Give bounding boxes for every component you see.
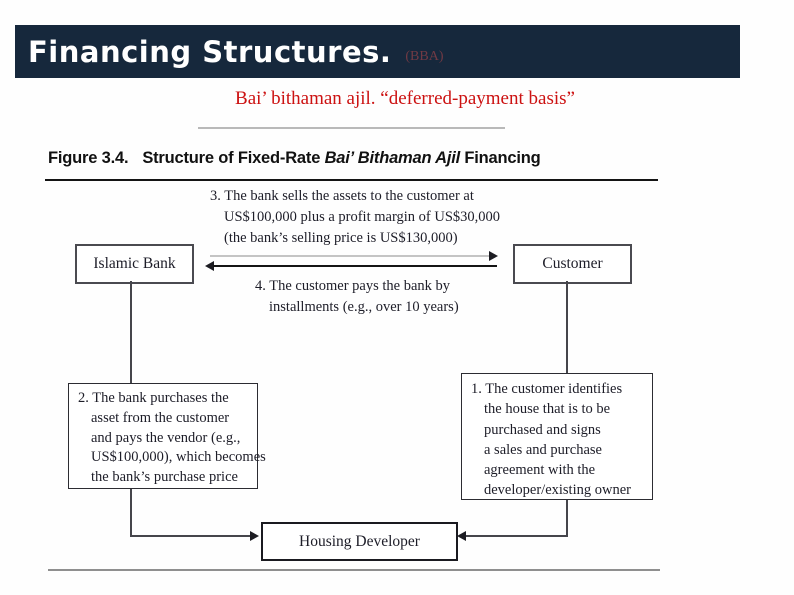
figure-bottom-rule	[48, 569, 660, 571]
figure-caption-text: Structure of Fixed-Rate	[142, 149, 325, 167]
step4-line: 4. The customer pays the bank by	[255, 278, 451, 294]
slide-header: Financing Structures. (BBA)	[15, 25, 740, 78]
step3-line: 3. The bank sells the assets to the cust…	[210, 188, 474, 204]
arrow-step3-line	[210, 255, 491, 257]
step2-box: 2. The bank purchases the asset from the…	[68, 383, 266, 489]
connector-to-developer-right	[465, 535, 568, 537]
step2-line: the bank’s purchase price	[91, 469, 238, 486]
step2-line: and pays the vendor (e.g.,	[91, 429, 241, 446]
step1-line: 1. The customer identifies	[471, 381, 623, 397]
step4-text: 4. The customer pays the bank by install…	[255, 276, 459, 318]
node-housing-developer-label: Housing Developer	[299, 532, 420, 550]
connector-step2-down	[130, 488, 132, 537]
node-customer: Customer	[513, 244, 632, 284]
arrow-developer-left-head-icon	[250, 531, 259, 541]
step4-line: installments (e.g., over 10 years)	[269, 299, 459, 315]
slide-subtitle: Bai’ bithaman ajil. “deferred-payment ba…	[235, 88, 575, 109]
arrow-step4-line	[213, 265, 497, 267]
slide-title: Financing Structures.	[28, 34, 392, 69]
step1-line: a sales and purchase	[484, 441, 602, 458]
step3-line: (the bank’s selling price is US$130,000)	[224, 230, 458, 246]
figure-caption-label: Figure 3.4.	[48, 149, 129, 167]
figure-caption-rule	[45, 179, 658, 181]
node-housing-developer: Housing Developer	[261, 522, 458, 561]
arrow-developer-right-head-icon	[457, 531, 466, 541]
step1-line: agreement with the	[484, 462, 596, 479]
arrow-step3-head-right-icon	[489, 251, 498, 261]
step3-line: US$100,000 plus a profit margin of US$30…	[224, 209, 501, 225]
subtitle-divider	[198, 127, 505, 129]
slide-title-suffix: (BBA)	[405, 48, 444, 64]
node-islamic-bank: Islamic Bank	[75, 244, 194, 284]
step1-line: the house that is to be	[484, 401, 611, 418]
step1-box: 1. The customer identifies the house tha…	[461, 373, 653, 500]
figure-caption: Figure 3.4. Structure of Fixed-Rate Bai’ …	[48, 149, 541, 168]
step2-line: 2. The bank purchases the	[78, 390, 229, 406]
step2-line: US$100,000), which becomes	[91, 449, 266, 466]
arrow-step4-head-left-icon	[205, 261, 214, 271]
connector-step1-down	[566, 500, 568, 537]
node-islamic-bank-label: Islamic Bank	[93, 255, 176, 272]
connector-to-developer-left	[130, 535, 252, 537]
figure-caption-italic: Bai’ Bithaman Ajil	[324, 149, 461, 167]
connector-bank-to-step2	[130, 281, 132, 383]
figure-caption-tail: Financing	[460, 149, 541, 167]
connector-customer-to-step1	[566, 281, 568, 373]
step1-line: developer/existing owner	[484, 482, 631, 499]
step3-text: 3. The bank sells the assets to the cust…	[210, 186, 500, 249]
step1-line: purchased and signs	[484, 421, 601, 438]
step2-line: asset from the customer	[91, 409, 230, 426]
node-customer-label: Customer	[542, 255, 603, 272]
